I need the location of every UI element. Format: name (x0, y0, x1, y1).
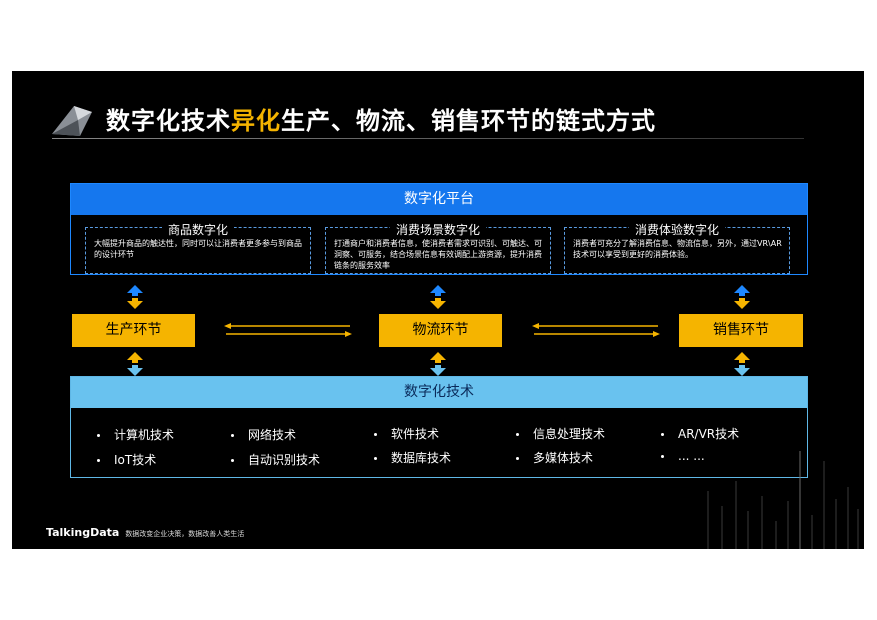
tech-item: 软件技术 (374, 425, 439, 442)
brand-logo: TalkingData (46, 526, 120, 539)
tech-item: 数据库技术 (374, 449, 451, 466)
up-down-arrow-icon (127, 285, 143, 309)
bullet-icon (231, 434, 234, 437)
subbox-desc: 打通商户和消费者信息，使消费者需求可识别、可触达、可洞察、可服务，结合场景信息有… (334, 239, 542, 270)
bullet-icon (661, 455, 664, 458)
title-highlight: 异化 (231, 107, 281, 135)
tech-item: 网络技术 (231, 426, 296, 443)
tech-item: 自动识别技术 (231, 451, 320, 468)
subbox-scene: 消费场景数字化 打通商户和消费者信息，使消费者需求可识别、可触达、可洞察、可服务… (325, 223, 551, 274)
stage-logistics: 物流环节 (379, 314, 502, 347)
up-down-arrow-icon (127, 352, 143, 376)
decorative-lines (707, 451, 859, 549)
title-prefix: 数字化技术 (106, 107, 231, 135)
bidirectional-arrow-icon (224, 323, 352, 337)
bullet-icon (374, 457, 377, 460)
footer-slogan: 数据改变企业决策，数据改善人类生活 (125, 530, 245, 538)
tech-item: 信息处理技术 (516, 425, 605, 442)
bullet-icon (661, 433, 664, 436)
digital-platform-box: 数字化平台 商品数字化 大幅提升商品的触达性，同时可以让消费者更多参与到商品的设… (70, 183, 808, 275)
tech-item: ... ... (661, 449, 705, 463)
stage-production: 生产环节 (72, 314, 195, 347)
slide: 数字化技术异化生产、物流、销售环节的链式方式 数字化平台 商品数字化 大幅提升商… (12, 71, 864, 549)
up-down-arrow-icon (430, 352, 446, 376)
tech-item: IoT技术 (97, 451, 156, 468)
up-down-arrow-icon (734, 285, 750, 309)
subbox-title: 消费场景数字化 (389, 223, 486, 237)
bullet-icon (516, 457, 519, 460)
up-down-arrow-icon (430, 285, 446, 309)
up-down-arrow-icon (734, 352, 750, 376)
bullet-icon (516, 433, 519, 436)
bullet-icon (97, 434, 100, 437)
title-divider (52, 138, 804, 139)
subbox-title: 商品数字化 (161, 223, 234, 237)
stage-sales: 销售环节 (679, 314, 803, 347)
bullet-icon (231, 459, 234, 462)
bidirectional-arrow-icon (532, 323, 660, 337)
footer: TalkingData 数据改变企业决策，数据改善人类生活 (46, 521, 244, 540)
subbox-desc: 消费者可充分了解消费信息、物流信息，另外，通过VR\AR技术可以享受到更好的消费… (573, 239, 782, 259)
bullet-icon (374, 433, 377, 436)
bullet-icon (97, 459, 100, 462)
digital-technology-box: 数字化技术 计算机技术 网络技术 软件技术 信息处理技术 AR/VR技术 IoT… (70, 376, 808, 478)
tech-item: 计算机技术 (97, 426, 174, 443)
page-title: 数字化技术异化生产、物流、销售环节的链式方式 (106, 101, 656, 136)
platform-header: 数字化平台 (71, 184, 807, 215)
tech-item: 多媒体技术 (516, 449, 593, 466)
title-suffix: 生产、物流、销售环节的链式方式 (281, 107, 656, 135)
subbox-product: 商品数字化 大幅提升商品的触达性，同时可以让消费者更多参与到商品的设计环节 (85, 223, 311, 274)
tech-item: AR/VR技术 (661, 425, 739, 442)
crystal-logo-icon (52, 106, 92, 136)
subbox-title: 消费体验数字化 (628, 223, 725, 237)
technology-header: 数字化技术 (71, 377, 807, 408)
subbox-desc: 大幅提升商品的触达性，同时可以让消费者更多参与到商品的设计环节 (94, 239, 302, 259)
subbox-experience: 消费体验数字化 消费者可充分了解消费信息、物流信息，另外，通过VR\AR技术可以… (564, 223, 790, 274)
